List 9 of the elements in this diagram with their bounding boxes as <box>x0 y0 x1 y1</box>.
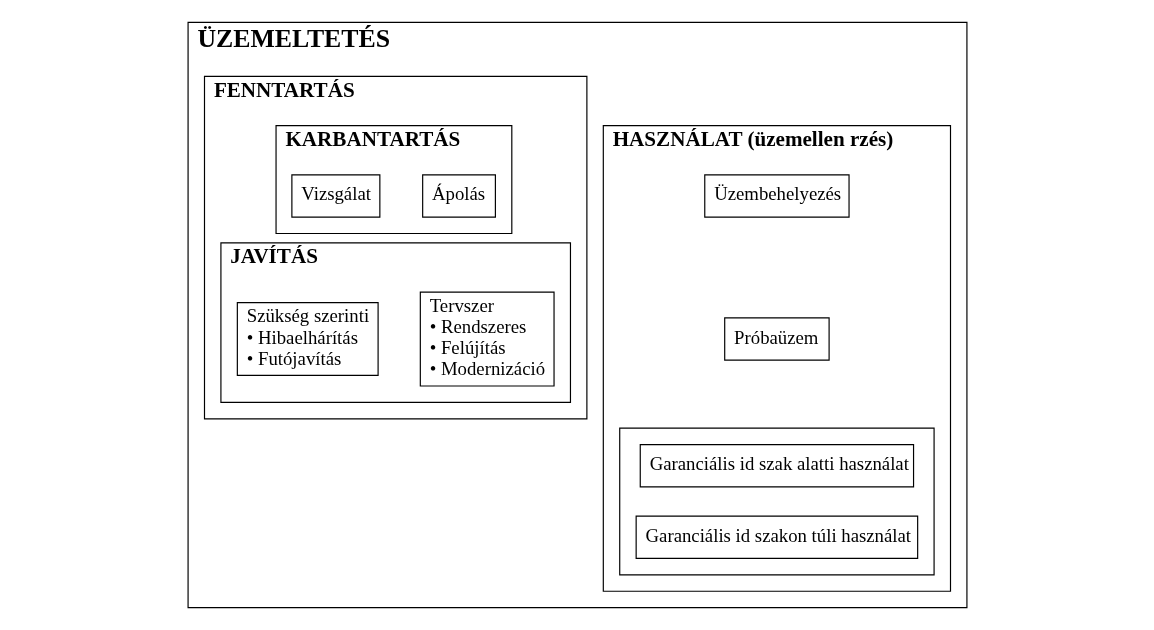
cluster <box>618 427 935 576</box>
node-box: Szükség szerinti • Hibaelhárítás • Futójavítás <box>236 302 379 376</box>
node-box: Tervszer • Rendszeres • Felújítás • Modernizáció <box>419 291 555 387</box>
node-box: Üzembehelyezés <box>703 174 850 218</box>
node-box: Garanciális id szakon túli használat <box>635 515 918 559</box>
node-box: Próbaüzem <box>723 317 830 361</box>
node-box: Vizsgálat <box>290 174 380 218</box>
node-box: Garanciális id szak alatti használat <box>639 444 914 488</box>
node-box: Ápolás <box>421 174 496 218</box>
